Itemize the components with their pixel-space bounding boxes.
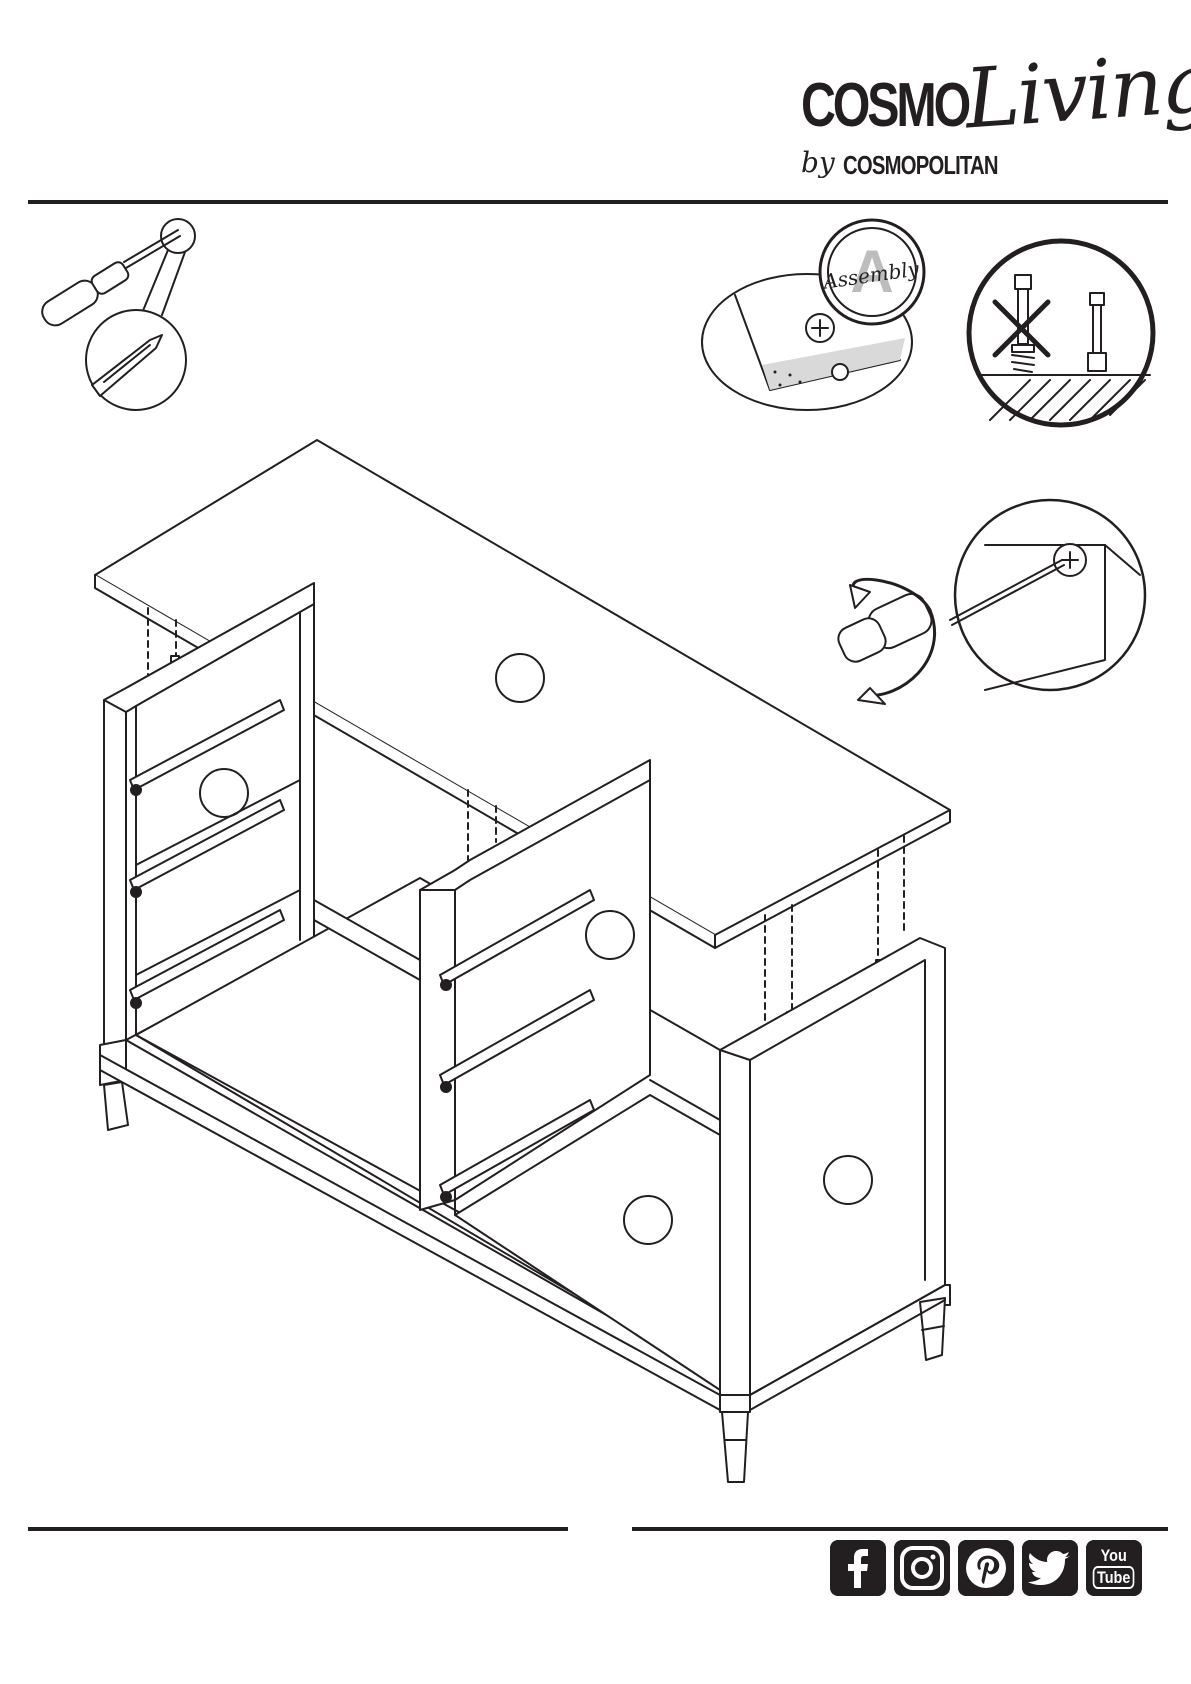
logo-living: Living xyxy=(962,36,1191,148)
instagram-icon[interactable] xyxy=(894,1540,950,1596)
assembly-badge-icon: A Assembly xyxy=(820,220,924,324)
screwdriver-tool-icon xyxy=(38,219,195,410)
youtube-icon[interactable]: You Tube xyxy=(1086,1540,1142,1596)
brand-logo: COSMO Living by COSMOPOLITAN xyxy=(795,40,1155,190)
footer-rule-right xyxy=(632,1527,1168,1531)
logo-by: by xyxy=(801,146,835,179)
twitter-icon[interactable] xyxy=(1022,1540,1078,1596)
social-links: You Tube xyxy=(830,1540,1142,1596)
logo-cosmo: COSMO xyxy=(801,70,968,141)
youtube-top-label: You xyxy=(1101,1546,1127,1565)
pinterest-icon[interactable] xyxy=(958,1540,1014,1596)
assembly-illustration: A Assembly xyxy=(0,200,1191,1500)
do-not-overtighten-icon xyxy=(969,241,1153,425)
youtube-bottom-label: Tube xyxy=(1093,1566,1135,1589)
facebook-icon[interactable] xyxy=(830,1540,886,1596)
cabinet-drawing xyxy=(95,440,950,1482)
screwdriver-turning-detail-icon xyxy=(834,500,1145,704)
footer-rule-left xyxy=(28,1527,568,1531)
logo-cosmopolitan: COSMOPOLITAN xyxy=(843,150,998,181)
